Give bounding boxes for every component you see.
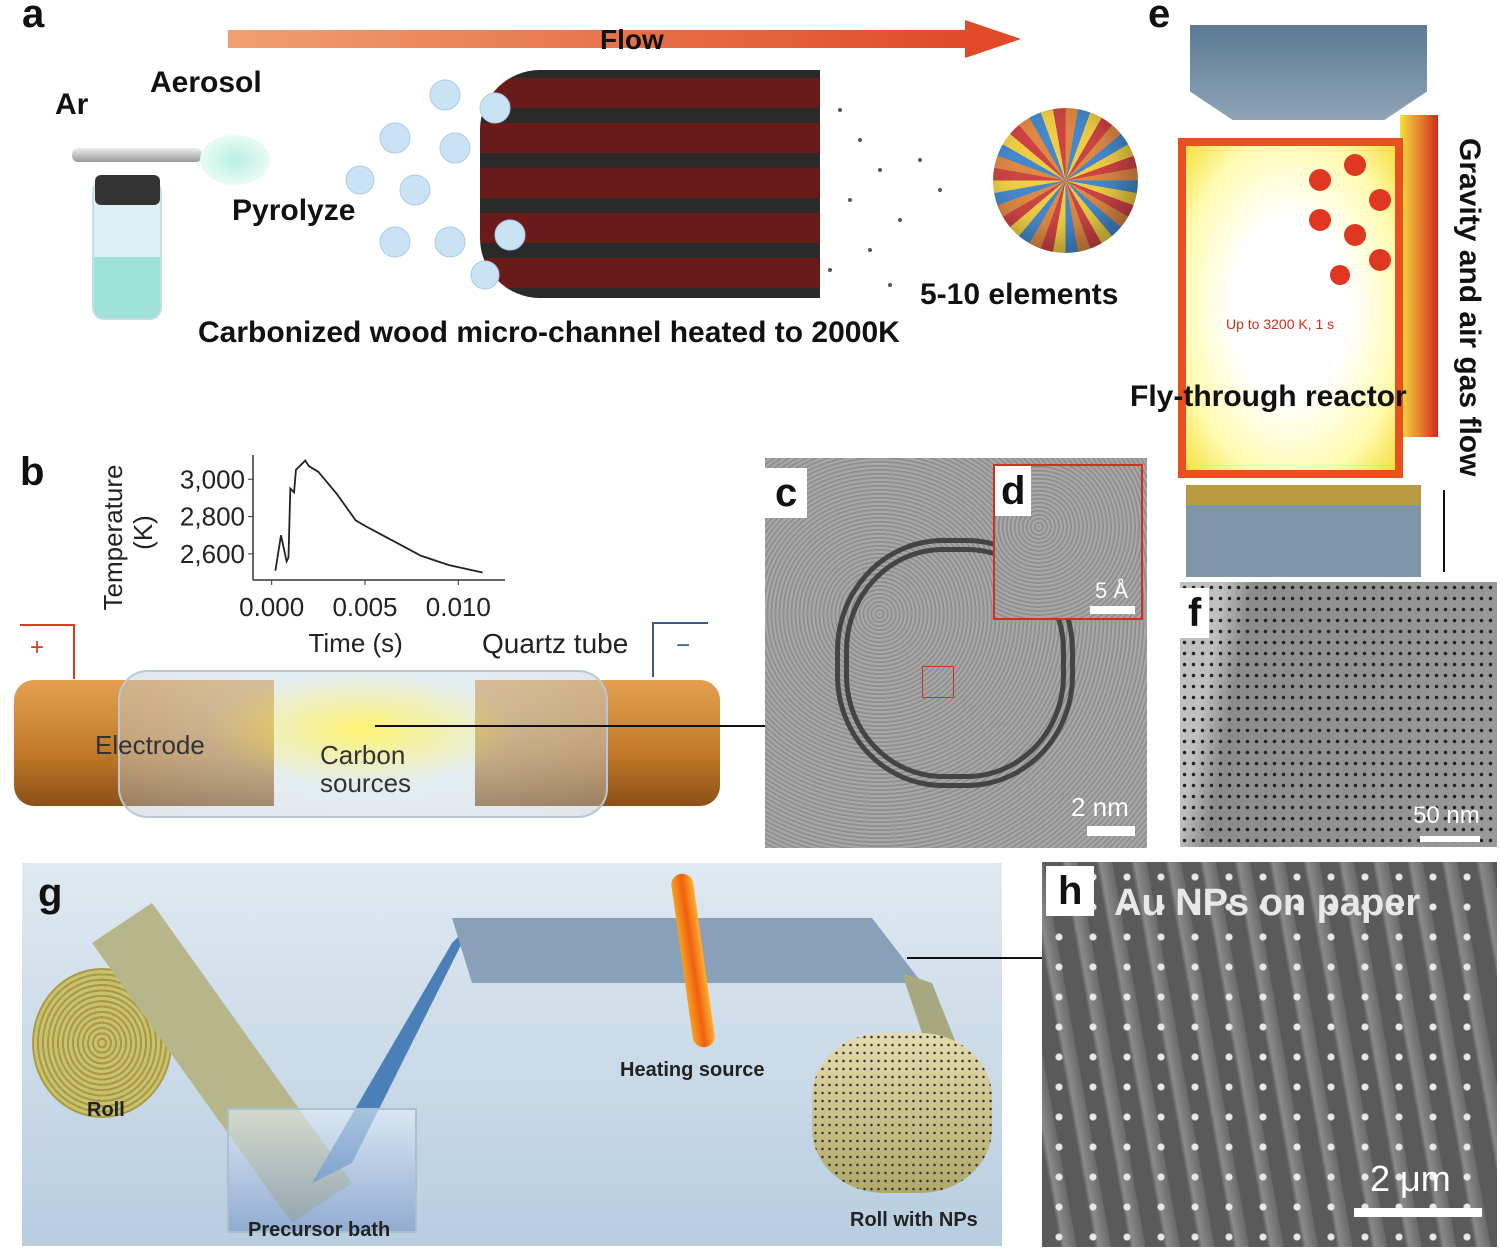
minus-sign: − <box>676 632 691 659</box>
panel-label: a <box>22 0 45 36</box>
roll-with-nps <box>812 1033 992 1193</box>
scale-bar <box>1420 836 1480 842</box>
arrow-to-h <box>907 957 1047 959</box>
gas-pipe <box>72 148 202 162</box>
aerosol-label: Aerosol <box>150 66 262 99</box>
precursor-bath-label: Precursor bath <box>248 1219 391 1241</box>
panel-g-image: g Roll Precursor bath Heating source Rol… <box>22 863 1047 1246</box>
reactor-label: Fly-through reactor <box>1130 380 1407 413</box>
ar-label: Ar <box>55 88 89 121</box>
selection-box <box>922 666 954 698</box>
negative-wire <box>652 622 708 677</box>
bottom-tray <box>1186 485 1421 577</box>
temperature-note: Up to 3200 K, 1 s <box>1226 316 1335 332</box>
aerosol-spray <box>200 135 270 185</box>
panel-label: c <box>765 468 808 518</box>
micro-channel-cylinder <box>480 70 820 298</box>
panel-c-image: c 2 nm d 5 Å <box>765 458 1147 848</box>
down-arrow <box>1443 490 1445 572</box>
panel-label: g <box>38 871 63 915</box>
plus-sign: + <box>30 634 45 661</box>
reactor-front <box>1178 138 1403 478</box>
x-tick-label: 0.000 <box>239 592 304 622</box>
y-tick-label: 2,600 <box>180 539 245 569</box>
panel-f-image: f 50 nm <box>1180 582 1497 847</box>
quartz-tube-label: Quartz tube <box>482 628 629 659</box>
temperature-line <box>274 459 483 574</box>
y-axis-label: Temperature <box>98 465 128 611</box>
flow-arrow <box>228 30 968 48</box>
positive-wire <box>20 624 75 679</box>
x-axis-label: Time (s) <box>308 628 402 658</box>
panel-d-inset: d 5 Å <box>993 464 1143 620</box>
bottle-cap <box>95 175 160 205</box>
flow-arrowhead <box>965 20 1021 58</box>
scale-bar <box>1090 606 1135 614</box>
particles-illustration <box>345 79 942 290</box>
scale-bar <box>1087 826 1135 836</box>
reactor-back <box>1400 115 1438 437</box>
x-tick-label: 0.005 <box>332 592 397 622</box>
gravity-flow-label: Gravity and air gas flow <box>1453 138 1486 477</box>
scale-bar <box>1354 1208 1482 1217</box>
roll-label: Roll <box>87 1099 125 1121</box>
carbon-label: Carbon <box>320 740 406 770</box>
roll-with-nps-label: Roll with NPs <box>850 1209 978 1231</box>
scale-label: 5 Å <box>1095 578 1129 603</box>
scale-label: 2 μm <box>1370 1158 1451 1199</box>
falling-particles <box>1309 154 1391 285</box>
panel-label: f <box>1180 588 1210 638</box>
top-hopper <box>1190 25 1427 120</box>
panel-label: h <box>1046 866 1095 916</box>
y-axis-unit: (K) <box>128 515 158 550</box>
quartz-tube <box>118 670 608 818</box>
pyrolyze-label: Pyrolyze <box>232 194 356 227</box>
sem-title: Au NPs on paper <box>1114 882 1421 924</box>
panel-h-image: h Au NPs on paper 2 μm <box>1042 862 1497 1247</box>
heating-source-label: Heating source <box>620 1059 765 1081</box>
y-tick-label: 3,000 <box>180 464 245 494</box>
multi-element-nanoparticle <box>993 108 1138 253</box>
precursor-bath <box>227 1108 417 1233</box>
sources-label: sources <box>320 768 412 798</box>
y-tick-label: 2,800 <box>180 502 245 532</box>
scale-label: 2 nm <box>1071 792 1129 822</box>
panel-a-caption: Carbonized wood micro-channel heated to … <box>198 316 900 349</box>
x-tick-label: 0.010 <box>426 592 491 622</box>
flow-label: Flow <box>600 24 664 55</box>
electrode-label: Electrode <box>95 730 205 760</box>
panel-label: d <box>995 466 1032 516</box>
scale-label: 50 nm <box>1413 802 1480 829</box>
elements-label: 5-10 elements <box>920 278 1119 311</box>
panel-label: b <box>20 450 45 494</box>
panel-label: e <box>1148 0 1171 36</box>
arrow-to-tube <box>375 725 830 727</box>
